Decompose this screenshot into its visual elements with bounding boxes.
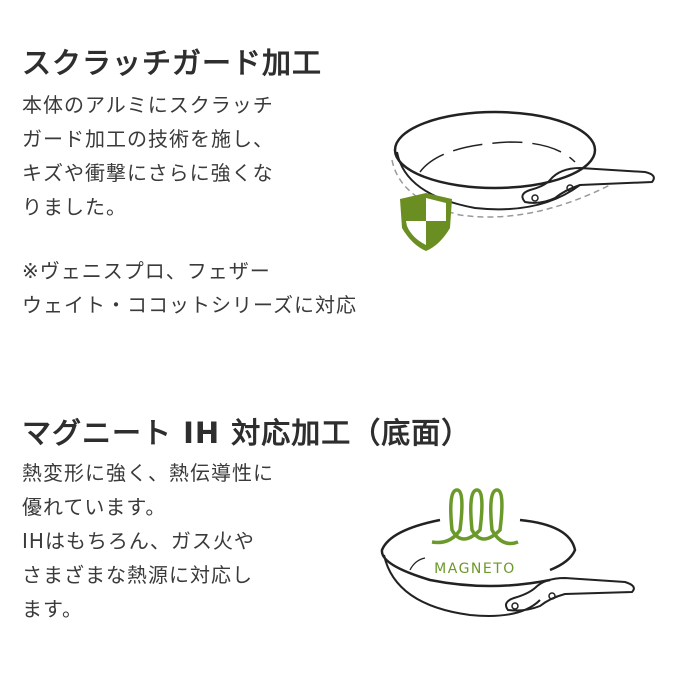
section-title: スクラッチガード加工 — [22, 46, 323, 80]
pan-magneto-illustration: MAGNETO — [380, 488, 635, 617]
magneto-logo: MAGNETO — [434, 561, 516, 577]
compatibility-note: ※ヴェニスプロ、フェザー ウェイト・ココットシリーズに対応 — [22, 259, 357, 317]
section-title: マグニート IH 対応加工（底面） — [22, 416, 472, 450]
pan-shield-illustration — [391, 110, 655, 251]
section-description: 熱変形に強く、熱伝導性に 優れています。 IHはもちろん、ガス火や さまざまな熱… — [22, 461, 274, 621]
coil-icon — [431, 488, 519, 546]
shield-icon — [400, 193, 452, 251]
section-description: 本体のアルミにスクラッチ ガード加工の技術を施し、 キズや衝撃にさらに強くな り… — [22, 93, 274, 219]
